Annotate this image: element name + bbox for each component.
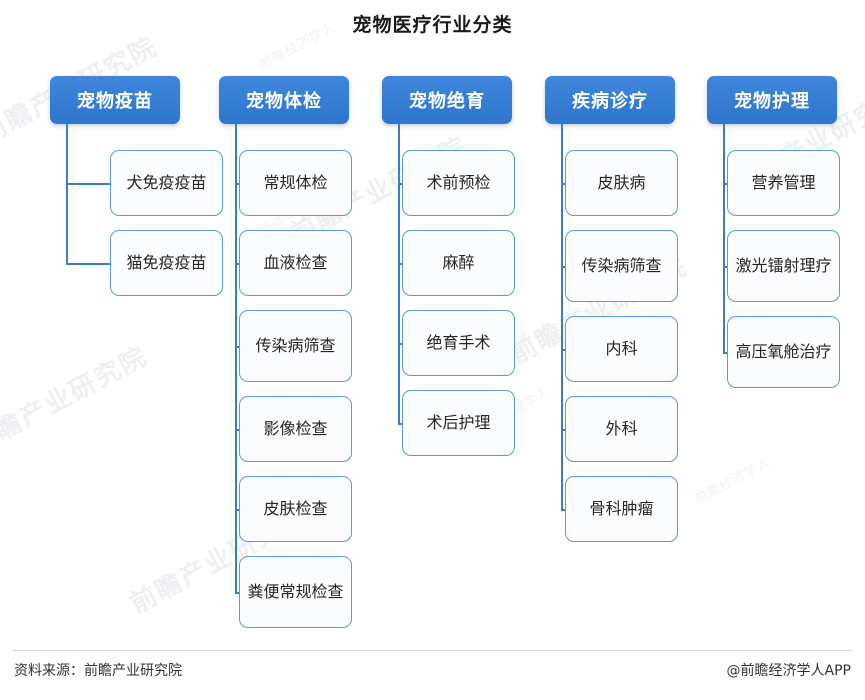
connector-branch <box>723 183 727 185</box>
connector-branch <box>561 349 565 351</box>
connector-branch <box>561 509 565 511</box>
category-item[interactable]: 猫免疫疫苗 <box>110 230 223 296</box>
category-item[interactable]: 犬免疫疫苗 <box>110 150 223 216</box>
category-header-5[interactable]: 宠物护理 <box>707 76 837 124</box>
connector-spine <box>561 124 563 509</box>
footer-divider <box>12 650 853 651</box>
connector-branch <box>561 429 565 431</box>
category-item[interactable]: 高压氧舱治疗 <box>727 316 840 388</box>
connector-branch <box>723 266 727 268</box>
connector-branch <box>235 592 239 594</box>
category-item[interactable]: 内科 <box>565 316 678 382</box>
connector-spine <box>398 124 400 423</box>
connector-branch <box>723 352 727 354</box>
connector-branch <box>398 343 402 345</box>
category-item[interactable]: 麻醉 <box>402 230 515 296</box>
category-item[interactable]: 绝育手术 <box>402 310 515 376</box>
category-item[interactable]: 传染病筛查 <box>565 230 678 302</box>
category-item[interactable]: 常规体检 <box>239 150 352 216</box>
category-item[interactable]: 骨科肿瘤 <box>565 476 678 542</box>
connector-branch <box>561 266 565 268</box>
connector-branch <box>235 429 239 431</box>
connector-branch <box>235 509 239 511</box>
connector-branch <box>235 263 239 265</box>
connector-branch <box>235 346 239 348</box>
category-header-2[interactable]: 宠物体检 <box>219 76 349 124</box>
category-item[interactable]: 传染病筛查 <box>239 310 352 382</box>
source-note: 资料来源：前瞻产业研究院 <box>14 663 182 679</box>
brand-label: @前瞻经济学人APP <box>726 663 851 679</box>
category-item[interactable]: 激光镭射理疗 <box>727 230 840 302</box>
category-item[interactable]: 皮肤病 <box>565 150 678 216</box>
brand-note: @前瞻经济学人APP <box>727 660 851 680</box>
connector-spine <box>66 124 68 263</box>
connector-spine <box>723 124 725 352</box>
category-item[interactable]: 营养管理 <box>727 150 840 216</box>
category-item[interactable]: 粪便常规检查 <box>239 556 352 628</box>
category-item[interactable]: 术后护理 <box>402 390 515 456</box>
connector-branch <box>398 423 402 425</box>
page-title: 宠物医疗行业分类 <box>352 14 513 36</box>
category-item[interactable]: 术前预检 <box>402 150 515 216</box>
category-item[interactable]: 血液检查 <box>239 230 352 296</box>
connector-branch <box>398 263 402 265</box>
category-item[interactable]: 影像检查 <box>239 396 352 462</box>
connector-branch <box>66 263 110 265</box>
category-header-4[interactable]: 疾病诊疗 <box>545 76 675 124</box>
connector-branch <box>235 183 239 185</box>
connector-branch <box>561 183 565 185</box>
category-item[interactable]: 外科 <box>565 396 678 462</box>
category-header-1[interactable]: 宠物疫苗 <box>50 76 180 124</box>
connector-branch <box>398 183 402 185</box>
category-header-3[interactable]: 宠物绝育 <box>382 76 512 124</box>
category-item[interactable]: 皮肤检查 <box>239 476 352 542</box>
connector-spine <box>235 124 237 592</box>
connector-branch <box>66 183 110 185</box>
